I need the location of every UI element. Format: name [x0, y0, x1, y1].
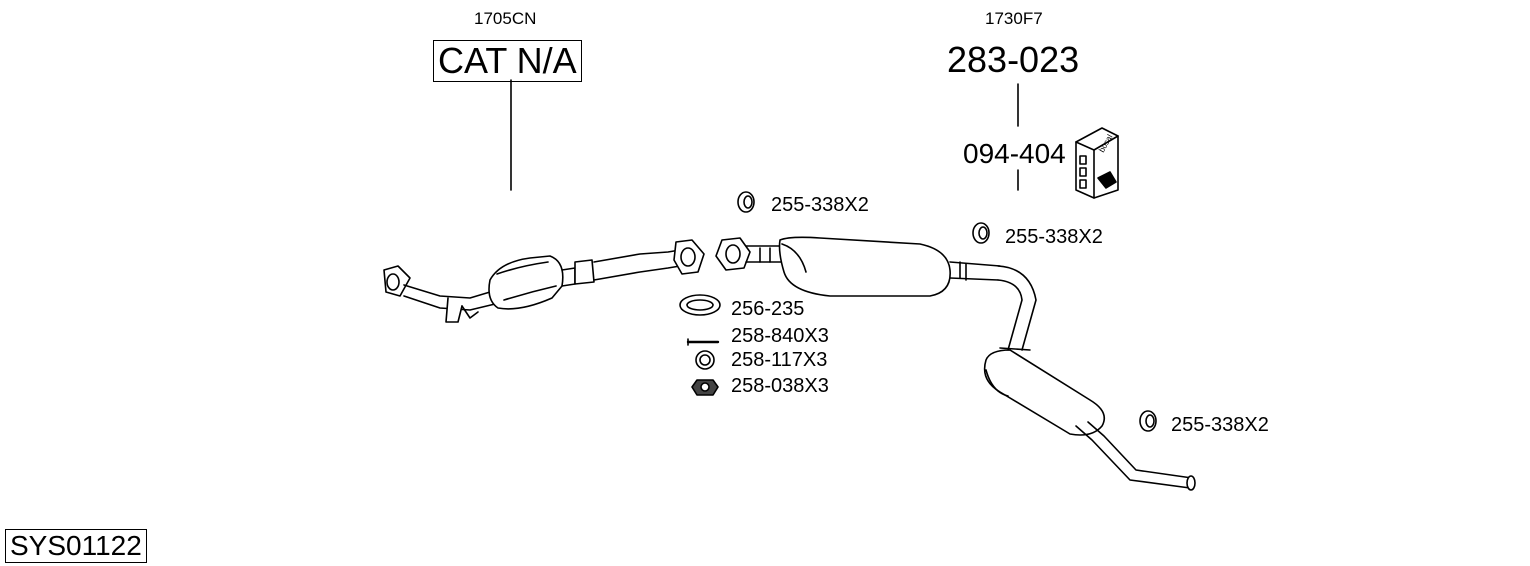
- part-number-cat: CAT N/A: [433, 40, 582, 82]
- kit-number-094-404: 094-404: [963, 138, 1066, 169]
- label-spring: 258-117X3: [731, 349, 828, 371]
- system-code: SYS01122: [5, 529, 147, 563]
- part-number-283-023: 283-023: [947, 39, 1080, 80]
- label-gasket-b: 255-338X2: [1005, 226, 1103, 248]
- label-gasket-a: 255-338X2: [771, 194, 869, 216]
- front-pipe-with-catalyst: [383, 239, 705, 323]
- nut-icon: [691, 379, 719, 396]
- fitting-kit-box-icon: [1075, 127, 1119, 199]
- bolt-icon: [686, 338, 720, 346]
- label-gasket-c: 255-338X2: [1171, 414, 1269, 436]
- label-bolt: 258-840X3: [731, 325, 829, 347]
- flange-gasket-icon: [679, 294, 721, 316]
- gasket-ring-icon-c: [1139, 410, 1157, 432]
- oe-code-1705cn: 1705CN: [474, 9, 537, 28]
- rear-muffler: [983, 265, 1196, 491]
- gasket-ring-icon-b: [972, 222, 990, 244]
- spring-washer-icon: [695, 350, 715, 370]
- center-muffler: [715, 236, 1001, 297]
- oe-code-1730f7: 1730F7: [985, 9, 1043, 28]
- label-flange-gasket: 256-235: [731, 298, 805, 320]
- gasket-ring-icon-a: [737, 191, 755, 213]
- label-nut: 258-038X3: [731, 375, 829, 397]
